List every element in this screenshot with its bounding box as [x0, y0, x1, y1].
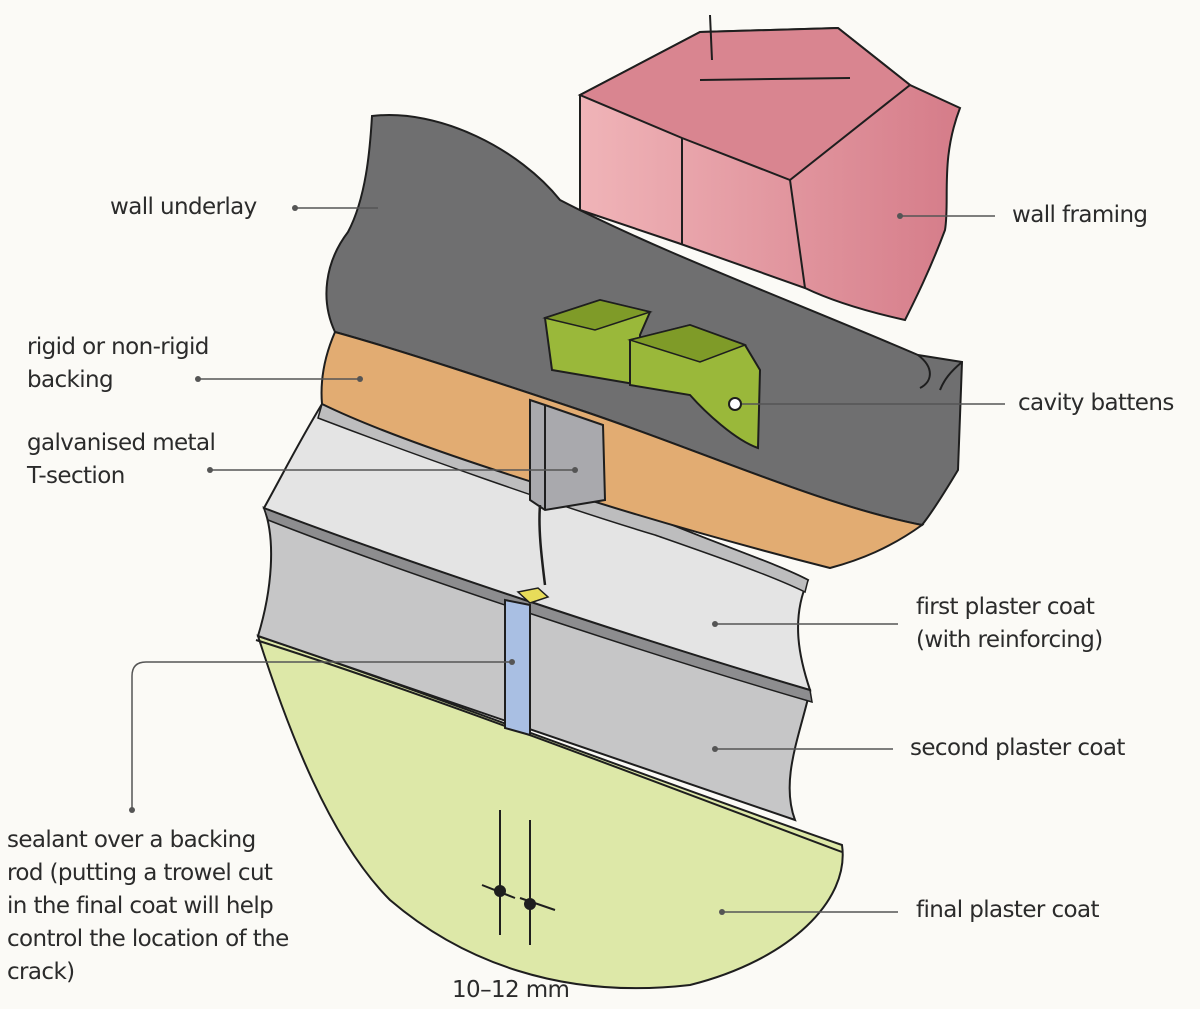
t-section-tail	[538, 504, 547, 586]
label-wall-framing: wall framing	[1012, 202, 1148, 228]
gap-dimension-marker-left	[494, 885, 506, 897]
leader-endpoints	[129, 205, 903, 915]
gap-dimension-lines	[481, 810, 556, 945]
label-cavity-battens: cavity battens	[1018, 390, 1174, 416]
cavity-batten-right	[629, 323, 762, 450]
leader-lines	[131, 207, 1005, 913]
label-t-section: galvanised metal T-section	[27, 430, 216, 489]
label-backing: rigid or non-rigid backing	[27, 334, 209, 393]
label-first-coat: first plaster coat (with reinforcing)	[916, 594, 1103, 653]
leader-cavity-battens-marker	[728, 397, 742, 411]
leader-sealant	[131, 661, 512, 810]
backing-rod	[516, 587, 550, 604]
label-gap-dimension: 10–12 mm	[452, 977, 570, 1003]
underlay-edge-fold	[917, 354, 963, 391]
label-second-coat: second plaster coat	[910, 735, 1125, 761]
sealant-strip	[504, 598, 531, 737]
label-sealant: sealant over a backing rod (putting a tr…	[7, 827, 289, 985]
final-coat-top-edge	[255, 639, 843, 853]
batten-top-faces	[542, 299, 748, 363]
backing-layer	[320, 330, 925, 570]
label-wall-underlay: wall underlay	[110, 194, 257, 220]
framing-edges	[681, 14, 851, 289]
label-final-coat: final plaster coat	[916, 897, 1100, 923]
final-plaster-coat-layer	[256, 634, 844, 990]
gap-dimension-marker-right	[524, 898, 536, 910]
